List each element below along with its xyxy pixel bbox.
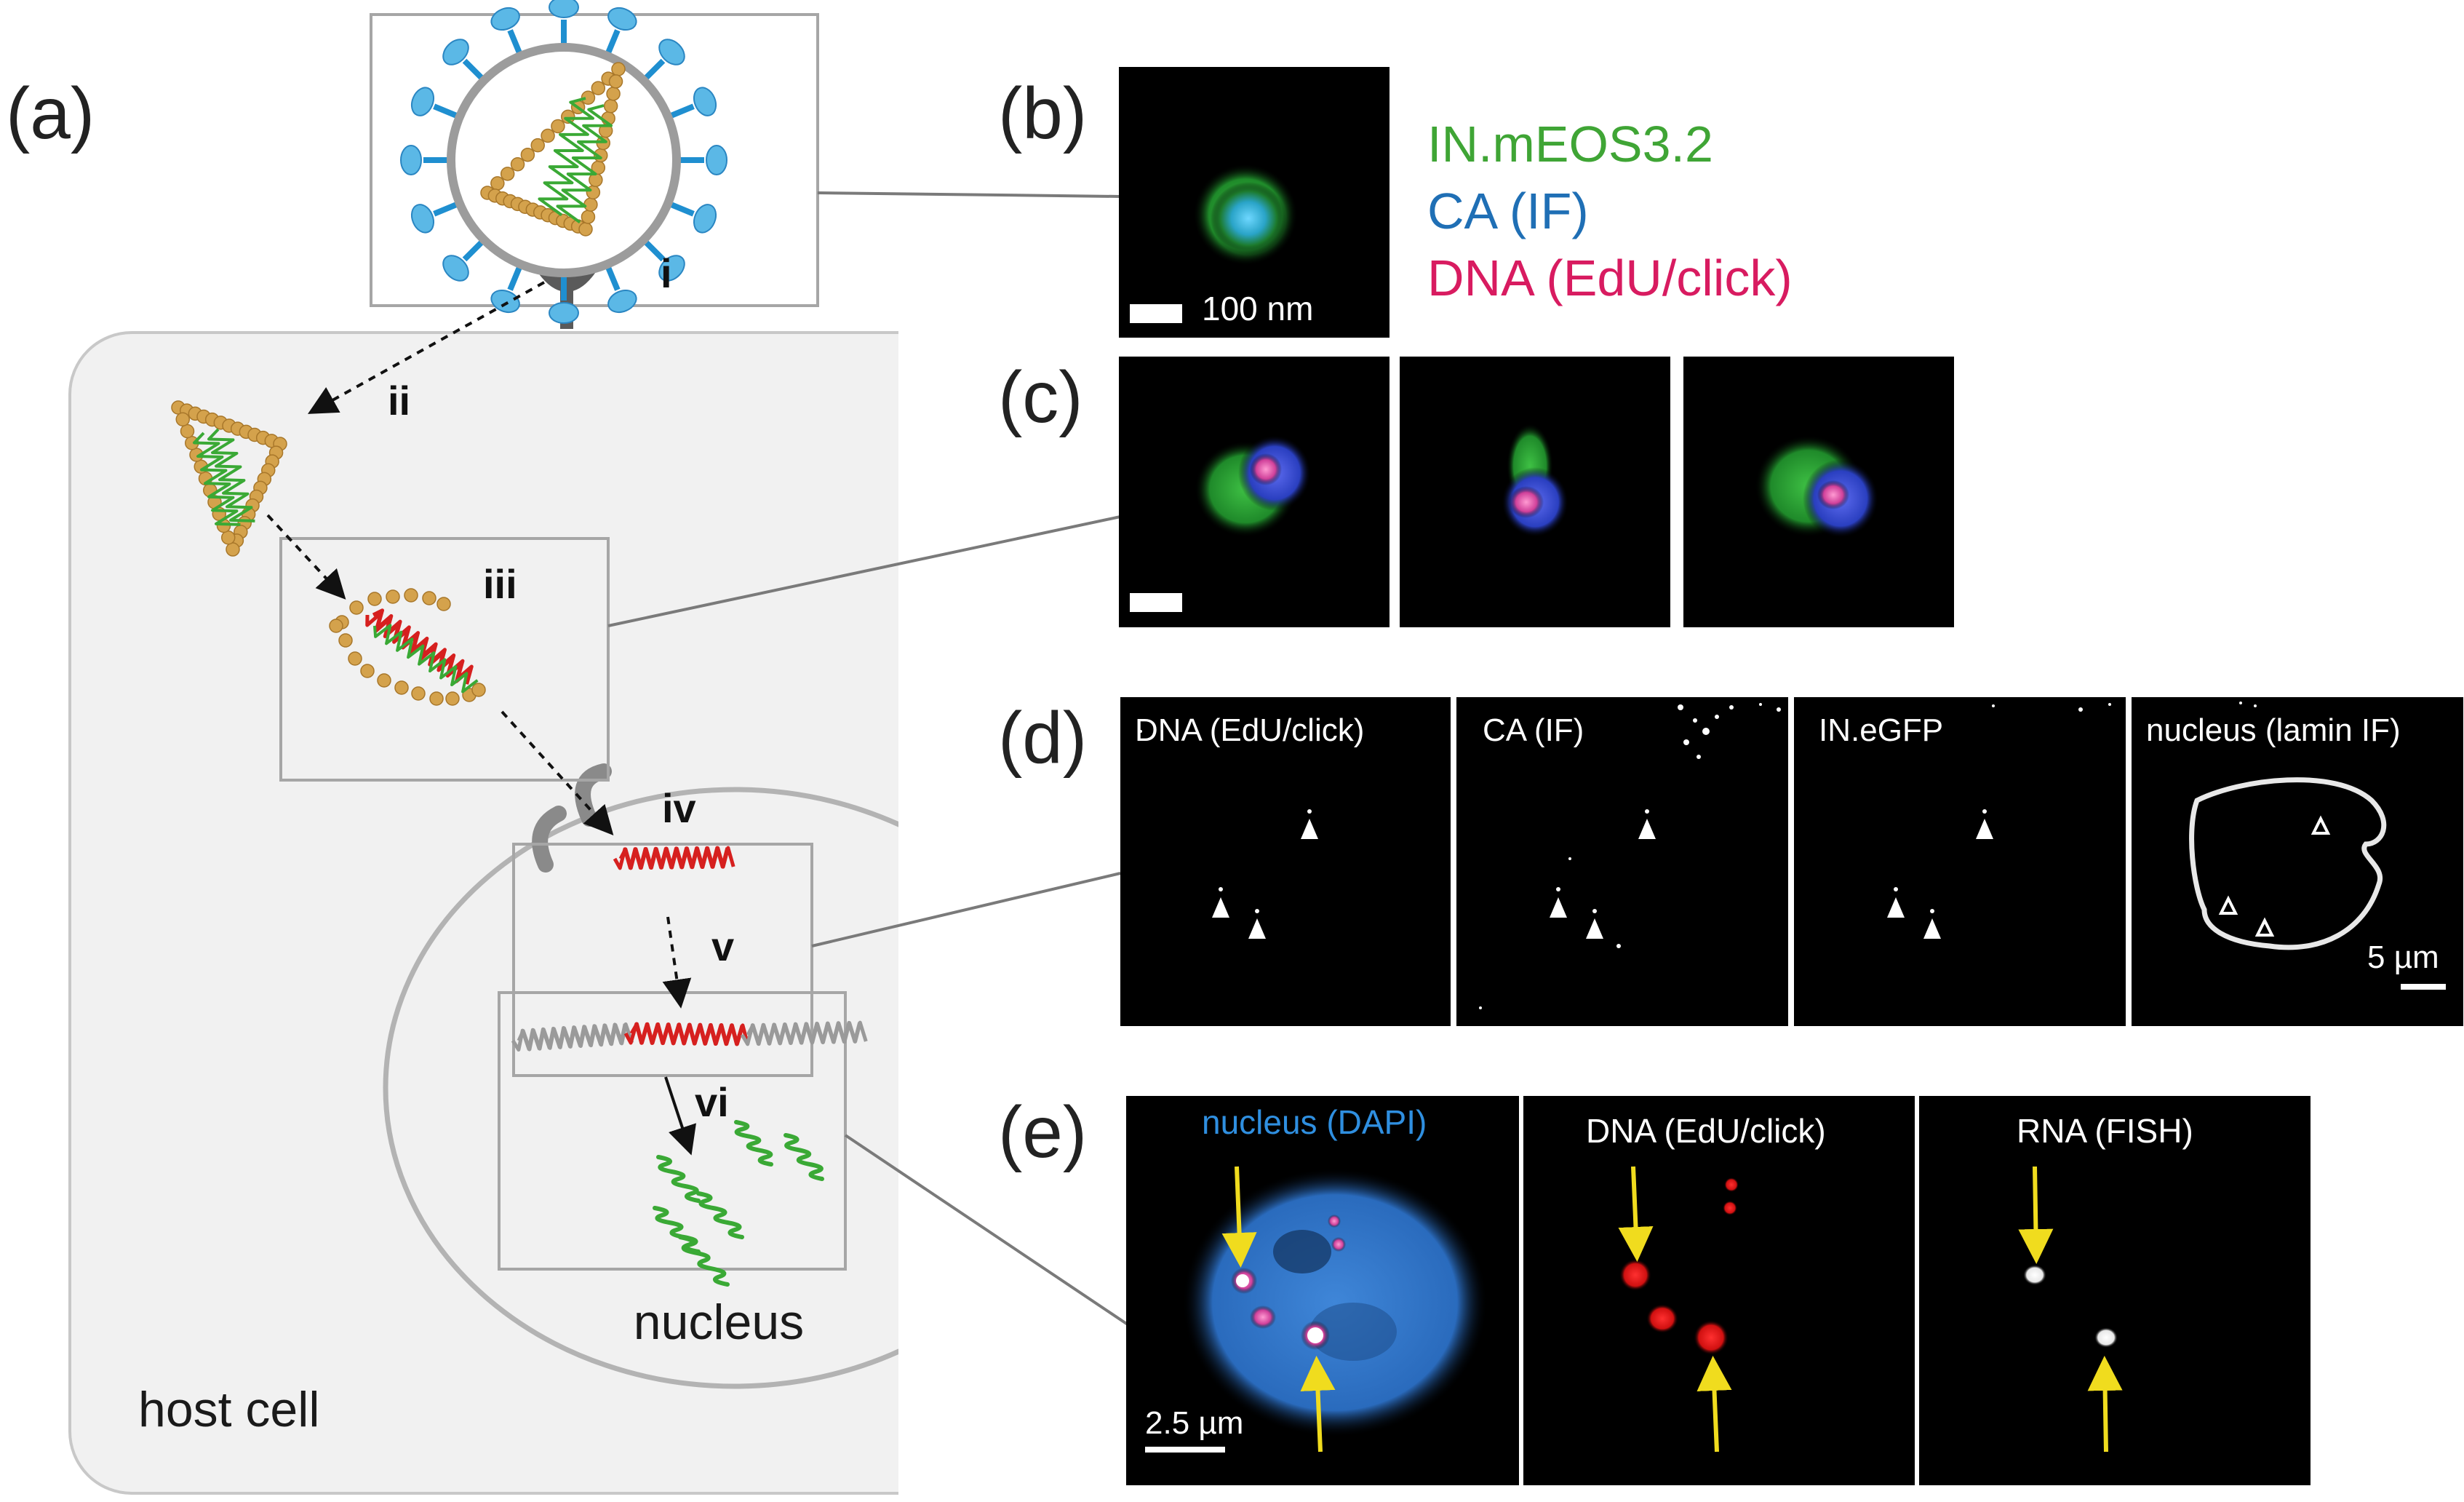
panel-e-label-dapi: nucleus (DAPI) [1202,1103,1427,1141]
capsid-rt-icon [329,588,486,706]
rna-transcript-icons [653,1120,824,1287]
panel-b-legend: IN.mEOS3.2 CA (IF) DNA (EdU/click) [1427,116,1793,306]
legend-dna: DNA (EdU/click) [1427,250,1793,306]
step-label-iv: iv [662,785,696,831]
panel-d-letter: (d) [998,697,1087,779]
host-cell-label: host cell [138,1382,319,1437]
panel-a-letter: (a) [6,73,95,154]
nucleus-label: nucleus [634,1295,804,1350]
virion-icon [400,0,727,324]
panel-c-letter: (c) [998,357,1083,438]
step-label-ii: ii [388,378,410,424]
legend-in-meos: IN.mEOS3.2 [1427,116,1713,172]
pathway-arrows [266,281,692,1009]
transcription-arrow [664,1076,696,1156]
panel-d-label-dna: DNA (EdU/click) [1135,712,1364,748]
box-reverse-transcription [279,537,610,782]
capsid-icon [171,400,287,557]
panel-b-letter: (b) [998,73,1087,154]
panel-e-images: nucleus (DAPI) DNA (EdU/click) RNA (FISH… [1126,1096,2311,1485]
panel-e-label-dna: DNA (EdU/click) [1586,1112,1826,1150]
host-cell [68,331,898,1495]
step-label-vi: vi [695,1079,729,1125]
panel-b-image: 100 nm [1119,67,1390,338]
panel-e-letter: (e) [998,1092,1087,1173]
panel-d-images: DNA (EdU/click) CA (IF) IN.eGFP nucleus … [1120,697,2463,1026]
dna-helix-icons [511,846,868,1052]
connector-lines [607,191,1129,1326]
step-label-iii: iii [483,561,517,607]
box-nuclear-import [512,843,813,1077]
panel-e-label-rna: RNA (FISH) [2017,1112,2193,1150]
panel-b-scale-label: 100 nm [1202,290,1313,327]
panel-e-scale-label: 2.5 µm [1145,1405,1243,1441]
legend-ca: CA (IF) [1427,183,1589,239]
step-label-i: i [661,250,672,296]
panel-d-label-nucleus: nucleus (lamin IF) [2146,712,2401,748]
step-label-v: v [711,923,734,969]
panel-d-scale-label: 5 µm [2367,939,2439,975]
panel-c-images [1119,357,1954,627]
panel-d-label-in: IN.eGFP [1819,712,1943,748]
panel-d-label-ca: CA (IF) [1483,712,1584,748]
